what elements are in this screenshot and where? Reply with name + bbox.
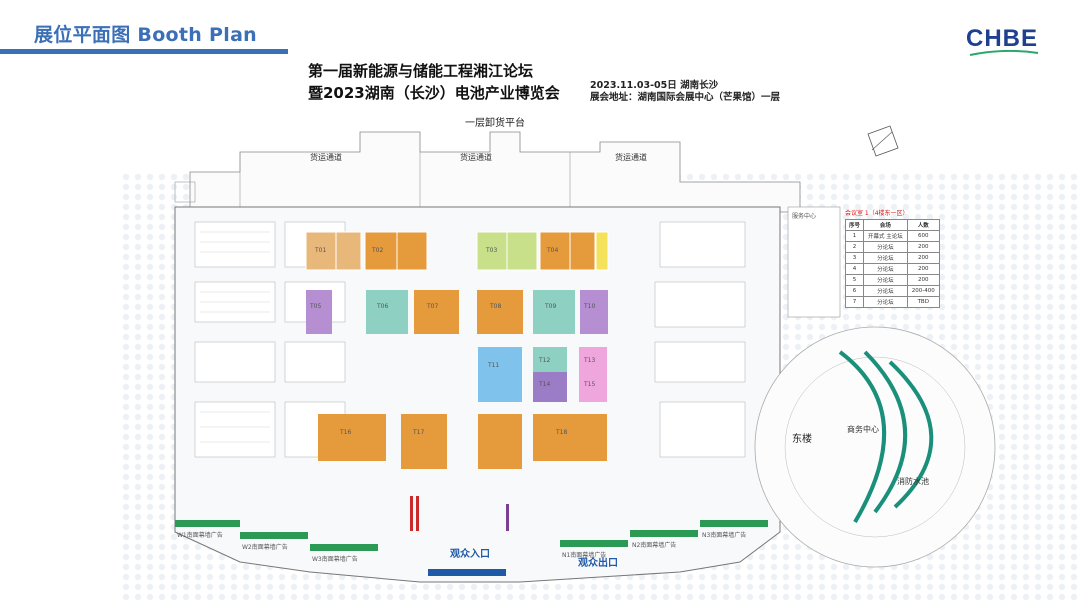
right-booth-area: [654, 221, 746, 458]
legend-cell: 200: [906, 274, 940, 286]
legend-cell: 分论坛: [863, 285, 908, 297]
legend-cell: 分论坛: [863, 274, 908, 286]
svg-text:W1南面幕墙广告: W1南面幕墙广告: [177, 531, 223, 539]
fire-pool-label: 消防水池: [897, 476, 929, 486]
event-address: 展会地址：湖南国际会展中心（芒果馆）一层: [590, 92, 781, 103]
svg-text:W3南面幕墙广告: W3南面幕墙广告: [312, 555, 358, 563]
svg-text:N3南面幕墙广告: N3南面幕墙广告: [702, 531, 746, 539]
legend-cell: 5: [844, 274, 865, 286]
svg-text:T12: T12: [538, 357, 550, 364]
booth-row-middle: [306, 290, 608, 334]
title-underline: [0, 49, 288, 54]
svg-text:T04: T04: [546, 247, 558, 254]
svg-text:N2南面幕墙广告: N2南面幕墙广告: [632, 541, 676, 549]
svg-text:T09: T09: [544, 303, 556, 310]
legend-cell: 4: [844, 263, 865, 275]
legend-cell: 7: [844, 296, 865, 308]
svg-text:T01: T01: [314, 247, 326, 254]
entrance-area: 观众入口 观众出口: [410, 496, 618, 576]
compass-icon: [867, 125, 899, 157]
svg-text:T13: T13: [583, 357, 595, 364]
legend-title: 会议室 1（4楼东一区）: [845, 210, 909, 217]
svg-text:T03: T03: [485, 247, 497, 254]
legend-cell: 分论坛: [863, 263, 908, 275]
event-title-line2: 暨2023湖南（长沙）电池产业博览会: [308, 84, 560, 102]
legend-cell: TBD: [906, 296, 940, 308]
floor-plan-map: 一层卸货平台 货运通道 货运通道 货运通道 餐区: [120, 116, 1080, 602]
service-center-label: 服务中心: [792, 212, 816, 220]
legend-cell: 分论坛: [863, 241, 908, 253]
booth-row-bottom: [318, 414, 607, 469]
legend-cell: 分论坛: [863, 296, 908, 308]
svg-text:T14: T14: [538, 381, 550, 388]
booth-row-lower: [478, 347, 607, 402]
svg-text:T11: T11: [487, 362, 499, 369]
ad-strips: W1南面幕墙广告 W2南面幕墙广告 W3南面幕墙广告 N1南面幕墙广告 N2南面…: [175, 520, 768, 563]
booth-labels: T01 T02 T03 T04 T05 T06 T07 T08 T09 T10 …: [309, 247, 595, 436]
svg-text:T06: T06: [376, 303, 388, 310]
page-title: 展位平面图 Booth Plan: [34, 24, 258, 46]
legend-cell: 分论坛: [863, 252, 908, 264]
svg-text:T05: T05: [309, 303, 321, 310]
legend-cell: 200: [906, 252, 940, 264]
svg-text:T15: T15: [583, 381, 595, 388]
business-center-label: 商务中心: [847, 424, 879, 434]
legend-cell: 200: [906, 241, 940, 253]
freight-lane-2: 货运通道: [460, 152, 492, 162]
east-wing: 东楼 商务中心 消防水池: [754, 326, 996, 568]
legend-cell: 3: [844, 252, 865, 264]
svg-text:T10: T10: [583, 303, 595, 310]
legend-cell: 200-400: [906, 285, 940, 297]
svg-text:T08: T08: [489, 303, 501, 310]
entrance-label: 观众入口: [450, 547, 490, 560]
booth-row-top: [305, 231, 609, 271]
event-title-line1: 第一届新能源与储能工程湘江论坛: [308, 62, 534, 80]
svg-text:W2南面幕墙广告: W2南面幕墙广告: [242, 543, 288, 551]
legend-cell: 6: [844, 285, 865, 297]
chbe-logo: CHBE: [966, 25, 1039, 52]
legend-cell: 2: [844, 241, 865, 253]
svg-text:T02: T02: [371, 247, 383, 254]
svg-text:T17: T17: [412, 429, 424, 436]
legend-cell: 600: [906, 230, 940, 242]
logo-swoosh-icon: [969, 50, 1039, 56]
legend-cell: 1: [844, 230, 865, 242]
legend-cell: 200: [906, 263, 940, 275]
legend-cell: 开幕式 主论坛: [863, 230, 908, 242]
svg-text:T07: T07: [426, 303, 438, 310]
freight-lane-1: 货运通道: [310, 152, 342, 162]
svg-text:T18: T18: [555, 429, 567, 436]
freight-lane-3: 货运通道: [615, 152, 647, 162]
svg-text:N1南面幕墙广告: N1南面幕墙广告: [562, 551, 606, 559]
loading-dock-label: 一层卸货平台: [465, 116, 525, 129]
svg-text:T16: T16: [339, 429, 351, 436]
east-building-label: 东楼: [792, 432, 812, 445]
exit-label: 观众出口: [578, 556, 618, 569]
event-date: 2023.11.03-05日 湖南长沙: [590, 80, 719, 91]
